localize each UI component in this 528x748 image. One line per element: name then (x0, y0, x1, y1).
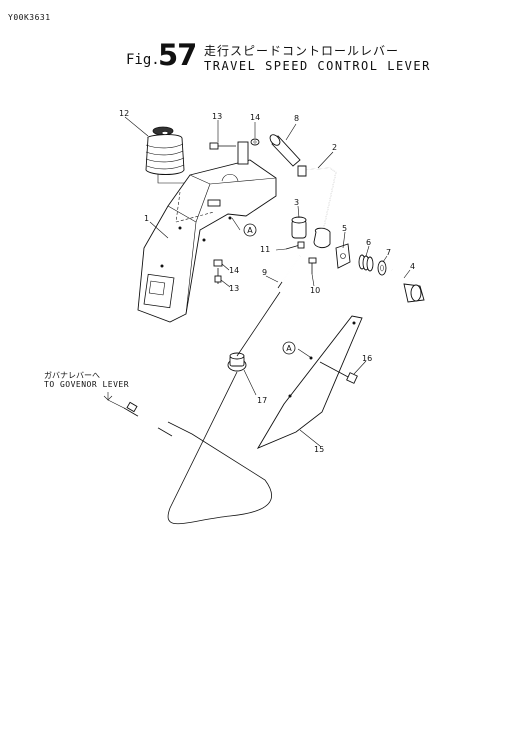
part-cover-plate (256, 315, 363, 449)
part-spring-washer (335, 243, 351, 269)
part-number-12: 12 (119, 109, 129, 118)
part-number-6: 6 (366, 238, 371, 247)
figure-label: Fig. (126, 52, 160, 68)
part-number-13-lower: 13 (229, 284, 239, 293)
part-number-13-upper: 13 (212, 112, 222, 121)
part-number-7: 7 (386, 248, 391, 257)
part-spring (358, 254, 374, 272)
part-boot (145, 126, 185, 175)
reference-mark-a-plate: A (282, 341, 296, 355)
part-nut-lower (213, 259, 223, 267)
part-bolt-upper (209, 142, 236, 150)
part-cable-end (277, 255, 301, 289)
part-number-14-lower: 14 (229, 266, 239, 275)
part-number-17: 17 (257, 396, 267, 405)
reference-mark-a-bracket: A (243, 223, 257, 237)
part-cable-governor-end (123, 401, 173, 437)
part-bolt-16 (319, 361, 358, 384)
governor-arrow-line (107, 392, 125, 409)
part-collar (291, 216, 307, 239)
part-grip (269, 134, 301, 167)
part-pin-11 (285, 241, 305, 250)
reference-mark-a-plate-label: A (286, 344, 292, 353)
part-number-10: 10 (310, 286, 320, 295)
boot-leader-line (157, 174, 196, 184)
document-code: Y00K3631 (8, 13, 51, 22)
part-number-5: 5 (342, 224, 347, 233)
figure-number: 57 (158, 38, 197, 72)
part-shoulder-bolt (390, 268, 425, 303)
part-screw-10 (308, 257, 317, 274)
part-number-4: 4 (410, 262, 415, 271)
part-washer (377, 260, 387, 276)
part-number-11: 11 (260, 245, 270, 254)
governor-arrow-head (103, 395, 113, 401)
part-lever-rod (297, 165, 337, 249)
leader-lines (124, 116, 411, 447)
title-english: TRAVEL SPEED CONTROL LEVER (204, 59, 431, 73)
part-number-9: 9 (262, 268, 267, 277)
governor-note-english: TO GOVENOR LEVER (44, 380, 130, 389)
part-number-8: 8 (294, 114, 299, 123)
part-bracket (137, 141, 277, 323)
part-number-16: 16 (362, 354, 372, 363)
part-number-3: 3 (294, 198, 299, 207)
governor-note-japanese: ガバナレバーへ (44, 371, 100, 380)
part-bolt-lower (214, 268, 222, 284)
part-number-14-upper: 14 (250, 113, 260, 122)
part-number-1: 1 (144, 214, 149, 223)
reference-mark-a-bracket-label: A (247, 226, 253, 235)
bracket-hidden-lines (175, 191, 215, 223)
part-number-2: 2 (332, 143, 337, 152)
part-number-15: 15 (314, 445, 324, 454)
control-cable (167, 291, 281, 525)
part-nut-upper (250, 138, 260, 146)
title-japanese: 走行スピードコントロールレバー (204, 44, 400, 58)
